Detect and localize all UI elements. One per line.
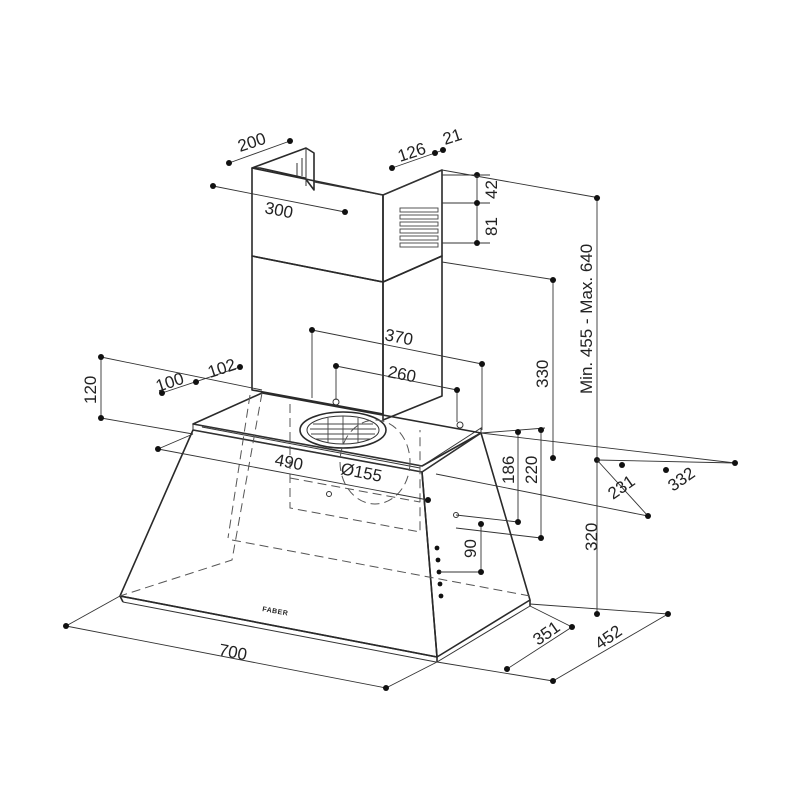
outlet-hidden-circle: [339, 419, 411, 505]
control-button-4[interactable]: [437, 581, 443, 587]
dim-grille-edge: 21: [440, 125, 464, 149]
hood-front-lip-inner: [122, 601, 437, 663]
chimney: [251, 147, 443, 421]
dim-total-depth: 452: [591, 621, 625, 653]
hood-front-lip: [119, 595, 438, 658]
hood-top-rim: [201, 426, 421, 469]
dim-grille-top: 42: [482, 180, 501, 199]
dimension-labels: 200 300 126 21 42 81 330 Min. 455 - Max.…: [81, 125, 699, 664]
dim-side-depth-1: 231: [604, 471, 638, 503]
chimney-bracket-left: [251, 147, 315, 191]
chimney-lower-side: [382, 255, 443, 421]
outlet-grille: [299, 411, 387, 449]
chimney-top-rim-2: [382, 169, 443, 196]
control-button-3[interactable]: [436, 569, 442, 575]
dim-bracket-spacing: 370: [383, 325, 414, 349]
dim-depth-bottom: 351: [529, 617, 563, 649]
dim-hood-height: 320: [582, 523, 601, 551]
dim-mount-width-right: 102: [205, 355, 238, 382]
dim-side-depth-2: 332: [664, 463, 698, 495]
dim-control-height: 90: [461, 539, 480, 558]
dim-chimney-width: 200: [235, 129, 268, 156]
chimney-upper-front: [251, 167, 384, 283]
screw-2: [456, 421, 464, 429]
hood-hidden-chimney: [289, 404, 421, 533]
dim-mount-width-left: 100: [153, 369, 186, 396]
dim-grille-height: 81: [482, 217, 501, 236]
dim-mount-height: 120: [81, 376, 100, 404]
hood-hidden-back: [119, 392, 263, 597]
outlet-ring: [299, 411, 387, 449]
dim-outlet-depth-2: 220: [522, 456, 541, 484]
control-button-2[interactable]: [435, 557, 441, 563]
hood-side-lip: [436, 605, 531, 663]
hood-top-plate: [192, 392, 482, 467]
dim-total-height-range: Min. 455 - Max. 640: [577, 244, 596, 394]
dim-body-width-top: 490: [273, 450, 304, 474]
chimney-vent-slots: [399, 207, 439, 248]
hood-hidden-base: [231, 539, 531, 597]
dim-grille-offset: 126: [395, 139, 428, 166]
dimension-lines: [63, 138, 738, 691]
control-panel: [434, 545, 444, 599]
hood-hidden-back-2: [227, 394, 251, 539]
hood-body: FABER: [119, 392, 531, 663]
dim-outlet-depth: 186: [499, 456, 518, 484]
dim-upper-chimney-height: 330: [533, 360, 552, 388]
dim-inner-spacing: 260: [386, 362, 417, 386]
dim-chimney-depth: 300: [263, 198, 294, 222]
dim-hood-width: 700: [217, 640, 248, 664]
control-button-5[interactable]: [438, 593, 444, 599]
chimney-lower-front: [251, 255, 384, 415]
brand-logo: FABER: [262, 606, 289, 617]
screw-4: [326, 491, 332, 497]
hood-corner-left: [119, 595, 124, 603]
control-button-1[interactable]: [434, 545, 440, 551]
chimney-top-rim: [313, 181, 384, 196]
hood-hidden-mid: [289, 477, 421, 503]
